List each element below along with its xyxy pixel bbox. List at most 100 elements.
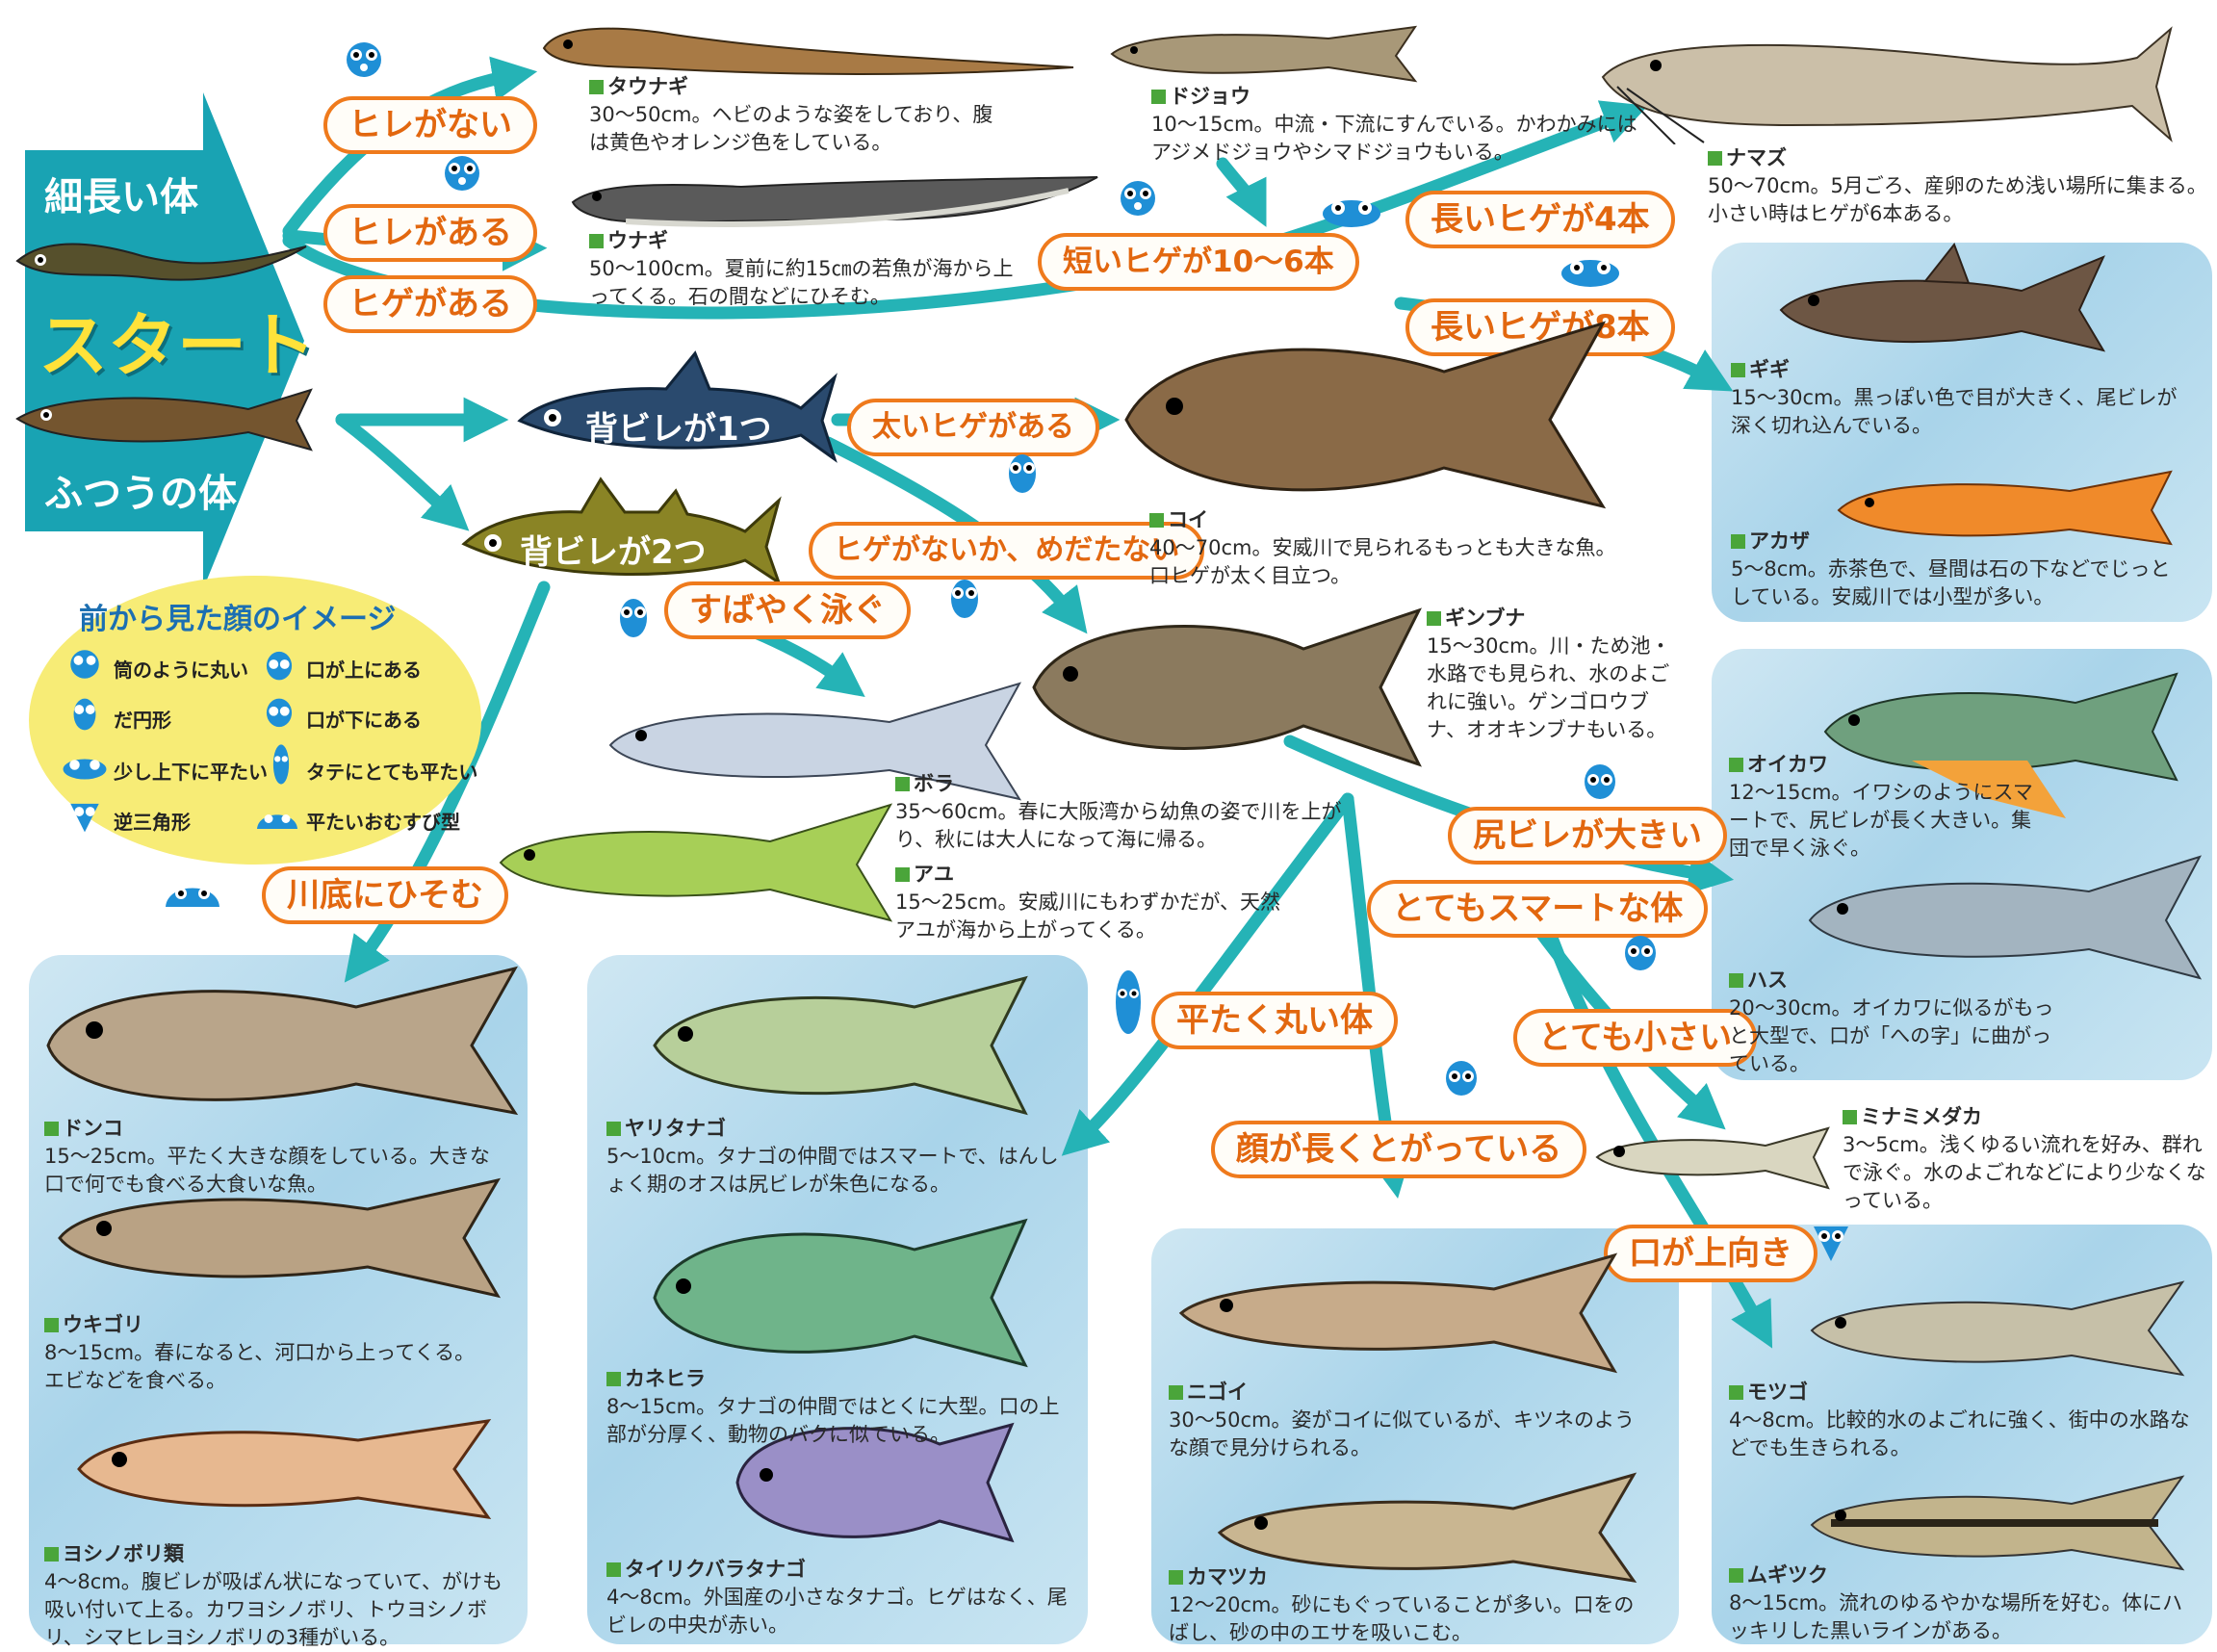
face-inverted-triangle-icon [1810,1221,1852,1263]
yaritanago-illustration [645,959,1030,1123]
face-round-tube-icon [343,39,385,81]
branch-no-whiskers: ヒゲがないか、めだたない [809,522,1204,580]
koi-illustration [1117,314,1617,526]
branch-long-whiskers-4: 長いヒゲが4本 [1405,191,1675,248]
dorsal-two-label: 背ビレが2つ [520,526,707,573]
fish-name: ヤリタナゴ [606,1115,1069,1143]
fish-name: ギギ [1731,356,2183,384]
branch-long-face: 顔が長くとがっている [1211,1121,1586,1178]
legend-inverted-triangle-icon [67,799,102,834]
fish-desc: 50～70cm。5月ごろ、産卵のため浅い場所に集まる。小さい時はヒゲが6本ある。 [1708,174,2207,225]
legend-oval-icon [67,697,102,732]
fish-desc: 5～10cm。タナゴの仲間ではスマートで、はんしょく期のオスは尻ビレが朱色になる… [606,1145,1059,1196]
fish-desc: 3～5cm。浅くゆるい流れを好み、群れで泳ぐ。水のよごれなどにより少なくなってい… [1843,1133,2206,1212]
face-flat-rice-ball-icon [162,870,223,913]
legend-item-slightly-flat: 少し上下に平たい [114,757,268,785]
legend-mouth-down-icon [262,697,296,732]
taunagi-illustration [539,13,1078,81]
face-round-tube-icon [1117,177,1159,219]
branch-has-fins: ヒレがある [323,204,537,262]
face-oval-icon [943,578,986,620]
legend-flat-rice-ball-icon [254,801,300,834]
branch-anal-fin-big: 尻ビレが大きい [1448,807,1727,865]
entry-koi: コイ40～70cm。安威川で見られるもっとも大きな魚。口ヒゲが太く目立つ。 [1149,506,1631,590]
namazu-illustration [1598,19,2176,144]
kanehira-illustration [645,1201,1030,1375]
fish-desc: 20～30cm。オイカワに似るがもっと大型で、口が「への字」に曲がっている。 [1729,996,2053,1075]
fish-name: ギンブナ [1427,605,1687,632]
branch-short-whiskers: 短いヒゲが10～6本 [1038,233,1359,291]
fish-desc: 15～25cm。平たく大きな顔をしている。大きな口で何でも食べる大食いな魚。 [44,1145,490,1196]
entry-ginbuna: ギンブナ15～30cm。川・ため池・水路でも見られ、水のよごれに強い。ゲンゴロウ… [1427,605,1687,744]
donko-illustration [39,959,520,1123]
entry-donko: ドンコ15～25cm。平たく大きな顔をしている。大きな口で何でも食べる大食いな魚… [44,1115,506,1199]
gigi-illustration [1771,243,2108,358]
fish-desc: 8～15cm。春になると、河口から上ってくる。エビなどを食べる。 [44,1341,475,1392]
fish-desc: 35～60cm。春に大阪湾から幼魚の姿で川を上がり、秋には大人になって海に帰る。 [895,800,1341,851]
legend-item-inverted-triangle: 逆三角形 [114,807,191,835]
entry-hasu: ハス20～30cm。オイカワに似るがもっと大型で、口が「への字」に曲がっている。 [1729,967,2056,1078]
branch-flat-round: 平たく丸い体 [1151,992,1398,1049]
face-oval-icon [1001,452,1044,495]
branch-very-slim: とてもスマートな体 [1367,880,1708,938]
branch-no-fins: ヒレがない [323,96,537,154]
fish-desc: 8～15cm。流れのゆるやかな場所を好む。体にハッキリした黒いラインがある。 [1729,1591,2182,1642]
fish-desc: 50～100cm。夏前に約15㎝の若魚が海から上ってくる。石の間などにひそむ。 [589,257,1014,308]
legend-round-tube-icon [67,647,102,682]
fish-name: ミナミメダカ [1843,1103,2213,1131]
fish-desc: 8～15cm。タナゴの仲間ではとくに大型。口の上部が分厚く、動物のバクに似ている… [606,1395,1059,1446]
branch-thick-whiskers: 太いヒゲがある [847,399,1099,456]
fish-desc: 30～50cm。ヘビのような姿をしており、腹は黄色やオレンジ色をしている。 [589,103,992,154]
legend-item-flat-rice-ball: 平たいおむすび型 [306,807,460,835]
dorsal-one-label: 背ビレが1つ [585,402,772,450]
entry-taunagi: タウナギ30～50cm。ヘビのような姿をしており、腹は黄色やオレンジ色をしている… [589,73,993,157]
fish-desc: 40～70cm。安威川で見られるもっとも大きな魚。口ヒゲが太く目立つ。 [1149,536,1615,587]
legend-item-mouth-up: 口が上にある [306,655,422,683]
legend-item-vertically-flat: タテにとても平たい [306,757,477,785]
fish-name: ハス [1729,967,2056,994]
fish-name: カマツカ [1169,1563,1650,1591]
fish-desc: 4～8cm。比較的水のよごれに強く、街中の水路などでも生きられる。 [1729,1408,2190,1459]
branch-river-bottom: 川底にひそむ [262,866,508,924]
branch-swim-fast: すばやく泳ぐ [664,581,911,639]
fish-name: ウナギ [589,227,1032,255]
start-label: スタート [39,289,316,390]
face-slightly-flat-icon [1560,248,1621,291]
normal-body-label: ふつうの体 [44,462,237,518]
ayu-illustration [491,795,895,930]
fish-desc: 30～50cm。姿がコイに似ているが、キツネのような顔で見分けられる。 [1169,1408,1635,1459]
fish-desc: 4～8cm。腹ビレが吸ばん状になっていて、がけも吸い付いて上る。カワヨシノボリ、… [44,1570,503,1649]
fish-name: タイリクバラタナゴ [606,1556,1069,1584]
fish-name: アカザ [1731,528,2183,555]
legend-item-mouth-down: 口が下にある [306,705,422,733]
fish-name: ドンコ [44,1115,506,1143]
legend-item-oval: だ円形 [114,705,171,733]
yoshinobori-illustration [69,1392,493,1536]
face-mouth-down-icon [1440,1059,1482,1101]
fish-desc: 5～8cm。赤茶色で、昼間は石の下などでじっとしている。安威川では小型が多い。 [1731,557,2170,608]
eel-start-icon [8,218,316,295]
minamimedaka-illustration [1592,1119,1833,1196]
fish-desc: 4～8cm。外国産の小さなタナゴ。ヒゲはなく、尾ビレの中央が赤い。 [606,1586,1068,1637]
branch-has-whiskers: ヒゲがある [323,275,537,333]
motsugo-illustration [1802,1269,2187,1384]
face-oval-icon [612,597,655,639]
fish-name: ニゴイ [1169,1379,1650,1407]
branch-very-small: とても小さい [1513,1009,1757,1067]
branch-mouth-up: 口が上向き [1604,1225,1817,1282]
slim-body-label: 細長い体 [44,166,198,221]
entry-gigi: ギギ15～30cm。黒っぽい色で目が大きく、尾ビレが深く切れ込んでいる。 [1731,356,2183,440]
fish-desc: 12～15cm。イワシのようにスマートで、尻ビレが長く大きい。集団で早く泳ぐ。 [1729,781,2033,860]
normal-fish-start-icon [8,380,316,457]
fish-name: コイ [1149,506,1631,534]
